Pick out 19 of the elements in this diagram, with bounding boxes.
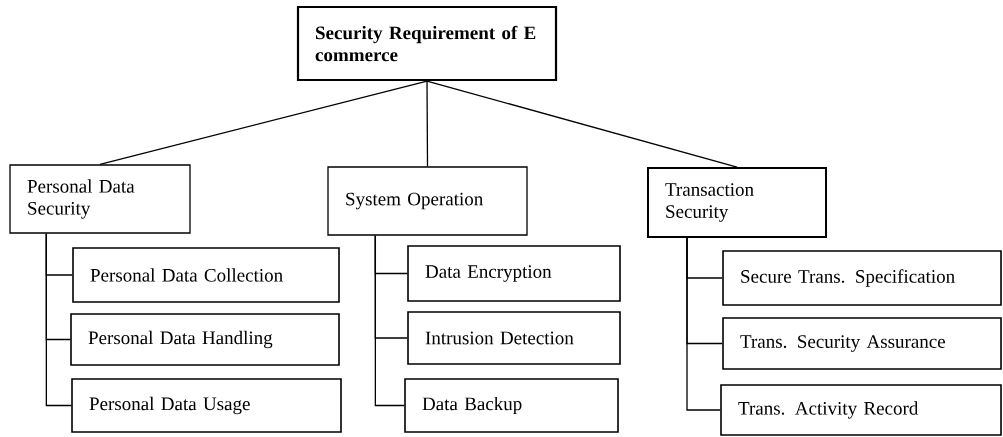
item-box: Personal Data Usage <box>71 378 342 433</box>
connector-line <box>374 235 405 407</box>
connector-line <box>686 237 721 411</box>
item-box: Trans. Activity Record <box>720 384 1002 436</box>
category-box: Transaction Security <box>647 167 827 238</box>
item-box: Secure Trans. Specification <box>722 250 1002 306</box>
item-box: Intrusion Detection <box>407 311 621 365</box>
category-box: Personal Data Security <box>9 164 191 234</box>
item-box: Personal Data Handling <box>70 313 340 366</box>
connector-line <box>45 233 72 407</box>
connector-line <box>426 80 738 168</box>
item-box: Data Encryption <box>407 245 621 302</box>
item-box: Personal Data Collection <box>72 247 340 303</box>
root-box: Security Requirement of E commerce <box>296 5 558 82</box>
category-box: System Operation <box>327 166 528 236</box>
connector-line <box>426 80 429 167</box>
item-box: Trans. Security Assurance <box>722 317 1002 370</box>
item-box: Data Backup <box>404 378 619 433</box>
connector-line <box>99 80 428 165</box>
